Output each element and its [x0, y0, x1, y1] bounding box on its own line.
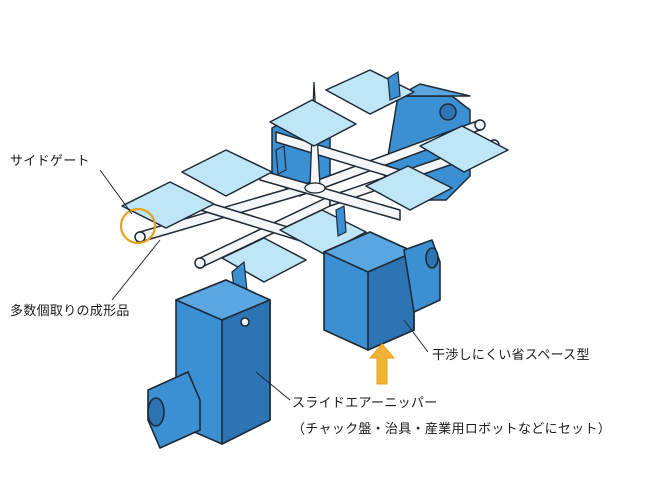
molded-parts — [121, 69, 509, 283]
molded-part — [221, 237, 307, 283]
molded-part — [181, 149, 273, 197]
leader-lines — [99, 169, 429, 401]
leader-line-side-gate — [99, 169, 133, 215]
side-gate-highlight — [119, 207, 157, 245]
molded-part — [419, 125, 509, 173]
leader-line-molded-parts — [111, 239, 161, 301]
center-right-nipper-body — [323, 231, 441, 351]
lower-left-nipper-body — [147, 279, 271, 449]
molded-part — [365, 165, 453, 211]
label-air-nipper: スライドエアーニッパー — [292, 396, 438, 411]
label-molded-parts: 多数個取りの成形品 — [10, 304, 130, 319]
molded-part — [269, 99, 357, 147]
leader-line-compact-type — [403, 319, 429, 353]
label-compact-type: 干渉しにくい省スペース型 — [432, 348, 590, 363]
label-side-gate: サイドゲート — [10, 154, 90, 169]
label-air-nipper-note: （チャック盤・治具・産業用ロボットなどにセット） — [292, 422, 612, 437]
molded-part — [121, 181, 215, 229]
up-arrow-icon — [368, 343, 396, 385]
leader-line-air-nipper — [255, 371, 291, 401]
